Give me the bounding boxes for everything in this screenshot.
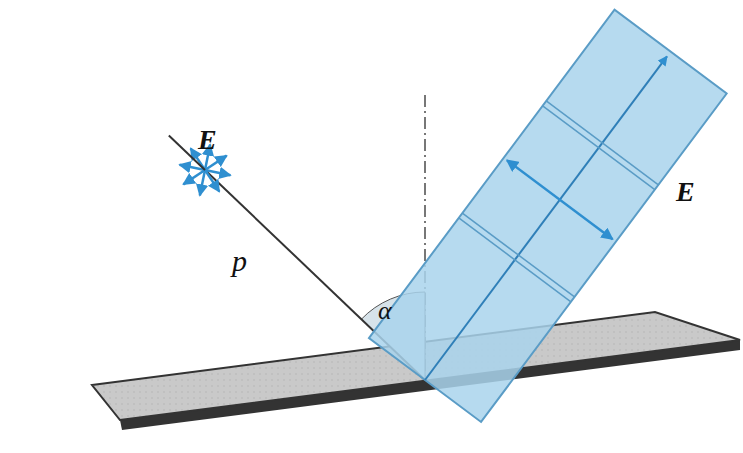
e-vector bbox=[183, 170, 205, 184]
e-vector bbox=[205, 156, 227, 170]
wavefront-line bbox=[462, 213, 574, 297]
angle-label: α bbox=[378, 298, 392, 324]
wavefront-line bbox=[546, 101, 658, 185]
field-label: E bbox=[676, 178, 695, 206]
beam-band bbox=[369, 10, 727, 422]
field-label: E bbox=[198, 126, 217, 154]
e-vector bbox=[205, 170, 219, 192]
reflected-beam bbox=[369, 10, 727, 422]
wavefront-line bbox=[459, 218, 571, 302]
polarization-label: p bbox=[232, 246, 247, 276]
e-vector bbox=[507, 160, 613, 239]
wavefront-line bbox=[543, 106, 655, 190]
beam-axis bbox=[425, 56, 667, 380]
